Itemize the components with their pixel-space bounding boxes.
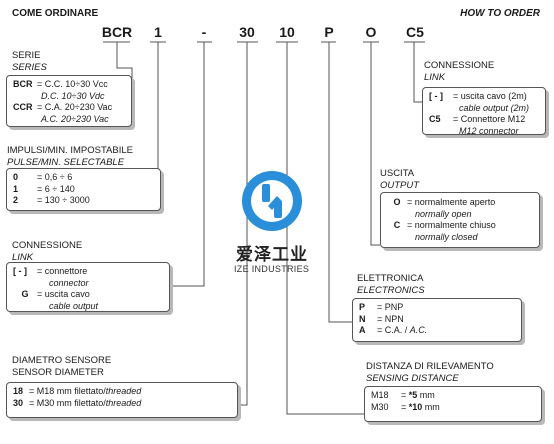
uscita-box: O = normalmente aperto normally open C = n… bbox=[380, 192, 540, 248]
diametro-box: 18 = M18 mm filettato/threaded 30 = M30 mm… bbox=[6, 382, 238, 418]
diametro-title: DIAMETRO SENSORE bbox=[12, 355, 112, 366]
distanza-key-m18: M18 bbox=[371, 390, 389, 400]
conn-right-text-1: = Connettore M12 bbox=[453, 114, 526, 124]
serie-box: BCR = C.C. 10÷30 Vcc D.C. 10÷30 Vdc CCR = … bbox=[6, 75, 132, 127]
conn-left-sub-0: connector bbox=[49, 277, 89, 288]
uscita-label: USCITA OUTPUT bbox=[380, 168, 419, 192]
uscita-sub-o: normally open bbox=[415, 208, 472, 219]
distanza-text-m18: = bbox=[401, 390, 409, 400]
uscita-key-o: O bbox=[393, 197, 401, 207]
connessione-left-title-en: LINK bbox=[12, 252, 34, 263]
impulsi-label: IMPULSI/MIN. IMPOSTABILE PULSE/MIN. SELE… bbox=[7, 145, 133, 169]
uscita-text-o: = normalmente aperto bbox=[407, 197, 496, 207]
conn-right-sub-1: M12 connector bbox=[459, 125, 519, 136]
uscita-sub-c: normally closed bbox=[415, 231, 478, 242]
impulsi-title: IMPULSI/MIN. IMPOSTABILE bbox=[7, 145, 133, 156]
connessione-left-title: CONNESSIONE bbox=[12, 240, 83, 251]
code-pulse: 1 bbox=[154, 24, 162, 40]
code-connection: C5 bbox=[406, 24, 424, 40]
connessione-left-label: CONNESSIONE LINK bbox=[12, 240, 82, 264]
diametro-text-30: = M30 mm filettato/ bbox=[29, 397, 106, 408]
serie-key-ccr: CCR bbox=[13, 102, 33, 112]
code-diameter: 30 bbox=[239, 24, 255, 40]
logo-en: IZE INDUSTRIES bbox=[234, 264, 310, 274]
elettronica-key-p: P bbox=[359, 302, 366, 312]
distanza-text-m30: = bbox=[401, 401, 409, 412]
diametro-key-30: 30 bbox=[13, 397, 24, 408]
distanza-title-en: SENSING DISTANCE bbox=[366, 373, 459, 384]
ize-logo-icon bbox=[242, 171, 302, 231]
code-link: - bbox=[201, 24, 207, 40]
elettronica-label: ELETTRONICA ELECTRONICS bbox=[357, 273, 425, 297]
impulsi-text-0: = 0,6 ÷ 6 bbox=[37, 172, 73, 182]
elettronica-text-a: = C.A. / bbox=[377, 325, 410, 335]
elettronica-text-p: = PNP bbox=[377, 302, 404, 312]
uscita-title: USCITA bbox=[380, 168, 415, 179]
uscita-text-c: = normalmente chiuso bbox=[407, 220, 496, 230]
elettronica-title: ELETTRONICA bbox=[357, 273, 424, 284]
conn-left-key-1: G bbox=[21, 289, 29, 299]
distanza-value-m18: *5 bbox=[408, 390, 418, 400]
uscita-key-c: C bbox=[393, 220, 401, 230]
serie-key-bcr: BCR bbox=[13, 79, 33, 89]
conn-left-key-0: [ - ] bbox=[13, 266, 27, 276]
diametro-it-30: threaded bbox=[105, 397, 142, 408]
header-left: COME ORDINARE bbox=[12, 8, 99, 19]
connessione-right-title: CONNESSIONE bbox=[424, 60, 495, 71]
impulsi-title-en: PULSE/MIN. SELECTABLE bbox=[7, 157, 125, 168]
serie-title: SERIE bbox=[12, 50, 41, 61]
serie-sub-ccr: A.C. 20÷230 Vac bbox=[41, 113, 109, 124]
code-electronics: P bbox=[324, 24, 334, 40]
connessione-left-box: [ - ] = connettore connector G = uscita ca… bbox=[6, 262, 170, 312]
conn-right-text-0: = uscita cavo (2m) bbox=[453, 91, 527, 101]
serie-title-en: SERIES bbox=[12, 62, 47, 73]
impulsi-box: 0 = 0,6 ÷ 6 1 = 6 ÷ 140 2 = 130 ÷ 3000 bbox=[6, 168, 161, 211]
serie-sub-bcr: D.C. 10÷30 Vdc bbox=[41, 90, 105, 101]
elettronica-text-n: = NPN bbox=[377, 313, 404, 324]
diametro-title-en: SENSOR DIAMETER bbox=[12, 367, 104, 378]
header-right: HOW TO ORDER bbox=[460, 8, 540, 19]
impulsi-key-1: 1 bbox=[13, 183, 19, 194]
serie-text-bcr: = C.C. 10÷30 Vcc bbox=[37, 79, 108, 89]
distanza-box: M18 = *5 mm M30 = *10 mm bbox=[364, 386, 542, 422]
elettronica-box: P = PNP N = NPN A = C.A. / A.C. bbox=[352, 298, 522, 342]
impulsi-key-2: 2 bbox=[13, 195, 19, 205]
diametro-text-18: = M18 mm filettato/ bbox=[29, 386, 106, 396]
conn-right-sub-0: cable output (2m) bbox=[459, 102, 530, 113]
serie-label: SERIE SERIES bbox=[12, 50, 47, 74]
conn-right-key-0: [ - ] bbox=[429, 91, 443, 101]
elettronica-key-n: N bbox=[359, 313, 366, 324]
uscita-title-en: OUTPUT bbox=[380, 180, 420, 191]
conn-left-text-0: = connettore bbox=[37, 266, 88, 276]
distanza-value-m30: *10 bbox=[408, 401, 423, 412]
diametro-key-18: 18 bbox=[13, 386, 24, 396]
impulsi-text-2: = 130 ÷ 3000 bbox=[37, 195, 90, 205]
code-series: BCR bbox=[101, 24, 133, 40]
code-output: O bbox=[365, 24, 377, 40]
distanza-unit-m30: mm bbox=[422, 401, 440, 412]
elettronica-key-a: A bbox=[359, 325, 366, 335]
distanza-label: DISTANZA DI RILEVAMENTO SENSING DISTANCE bbox=[366, 361, 494, 385]
serie-text-ccr: = C.A. 20÷230 Vac bbox=[37, 102, 113, 112]
conn-left-text-1: = uscita cavo bbox=[37, 289, 90, 299]
distanza-unit-m18: mm bbox=[417, 390, 435, 400]
connessione-right-label: CONNESSIONE LINK bbox=[424, 60, 494, 84]
conn-right-key-1: C5 bbox=[429, 114, 441, 124]
connessione-right-box: [ - ] = uscita cavo (2m) cable output (2m… bbox=[422, 87, 546, 136]
impulsi-key-0: 0 bbox=[13, 172, 19, 182]
diametro-it-18: threaded bbox=[105, 386, 142, 396]
connessione-right-title-en: LINK bbox=[424, 72, 446, 83]
elettronica-title-en: ELECTRONICS bbox=[357, 285, 425, 296]
distanza-title: DISTANZA DI RILEVAMENTO bbox=[366, 361, 494, 372]
logo-cn: 爱泽工业 bbox=[236, 245, 308, 265]
diametro-label: DIAMETRO SENSORE SENSOR DIAMETER bbox=[12, 355, 111, 379]
impulsi-text-1: = 6 ÷ 140 bbox=[37, 183, 75, 194]
conn-left-sub-1: cable output bbox=[49, 300, 99, 311]
elettronica-it-a: A.C. bbox=[409, 325, 428, 335]
distanza-key-m30: M30 bbox=[371, 401, 389, 412]
code-distance: 10 bbox=[279, 24, 295, 40]
